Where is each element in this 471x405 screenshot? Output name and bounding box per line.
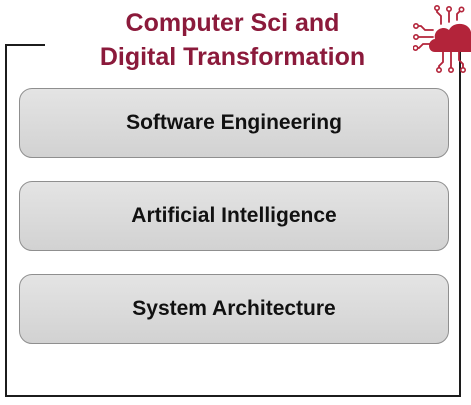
group-frame: [5, 46, 461, 397]
item-label: Software Engineering: [126, 111, 342, 134]
item-label: Artificial Intelligence: [131, 204, 337, 227]
item-artificial-intelligence[interactable]: Artificial Intelligence: [19, 181, 449, 251]
group-title-line-2: Digital Transformation: [99, 43, 366, 71]
item-system-architecture[interactable]: System Architecture: [19, 274, 449, 344]
group-title: Computer Sci and Digital Transformation: [60, 6, 405, 74]
group-title-line-1: Computer Sci and: [125, 9, 340, 37]
group-frame-top-segment: [5, 44, 45, 46]
item-label: System Architecture: [132, 297, 336, 320]
item-software-engineering[interactable]: Software Engineering: [19, 88, 449, 158]
cloud-circuit-icon: [413, 4, 471, 73]
